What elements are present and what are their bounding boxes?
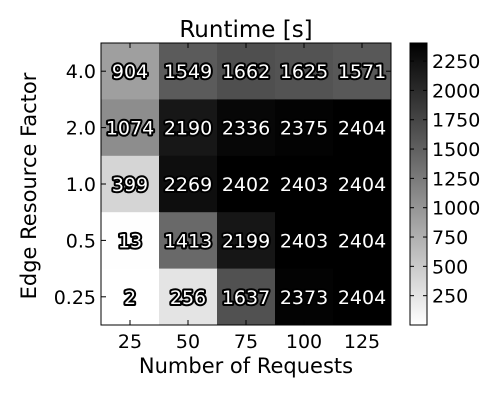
cell-value-label: 2336	[222, 118, 270, 140]
x-tick-label: 100	[286, 331, 322, 353]
colorbar-tick-label: 1000	[432, 198, 480, 220]
heatmap-cell	[275, 212, 334, 270]
heatmap-cell	[217, 99, 276, 157]
cell-value-label: 904	[112, 61, 148, 83]
chart-title: Runtime [s]	[179, 17, 312, 43]
heatmap-cells: 904 1549 1662 1625 1571 1074 2190 2336 2375 2404 3…	[100, 42, 392, 326]
y-tick-label: 1.0	[66, 174, 96, 196]
heatmap-cell	[333, 155, 392, 213]
cell-value-label: 2404	[338, 287, 386, 309]
y-axis-ticks: 4.0 2.0 1.0 0.5 0.25	[54, 61, 391, 309]
colorbar-tick-label: 1500	[432, 139, 480, 161]
cell-value-label: 1549	[164, 61, 212, 83]
y-tick-label: 4.0	[66, 61, 96, 83]
cell-value-label: 399	[112, 174, 148, 196]
cell-value-label: 1625	[280, 61, 328, 83]
heatmap-cell	[159, 212, 218, 270]
colorbar-tick-label: 250	[432, 286, 468, 308]
heatmap-cell	[217, 212, 276, 270]
heatmap-cell	[217, 268, 276, 326]
heatmap-cell	[275, 43, 334, 100]
heatmap-cell	[159, 99, 218, 157]
cell-value-label: 2	[124, 287, 136, 309]
colorbar-tick-label: 2250	[432, 51, 480, 73]
cell-value-label: 2269	[164, 174, 212, 196]
cell-value-label: 2402	[222, 174, 270, 196]
heatmap-cell	[333, 268, 392, 326]
heatmap-cell	[101, 155, 160, 213]
cell-value-label: 2404	[338, 230, 386, 252]
cell-value-label: 1637	[222, 287, 270, 309]
heatmap-cell	[159, 268, 218, 326]
y-tick-label: 2.0	[66, 118, 96, 140]
heatmap-cell	[275, 99, 334, 157]
heatmap-cell	[101, 99, 160, 157]
heatmap-cell	[333, 43, 392, 100]
colorbar: 250 500 750 1000 1250 1500 1750 2000 2250	[409, 42, 480, 326]
cell-value-label: 256	[170, 287, 206, 309]
x-tick-label: 75	[234, 331, 258, 353]
heatmap-cell	[159, 43, 218, 100]
heatmap-cell	[333, 99, 392, 157]
cell-value-label: 2190	[164, 118, 212, 140]
cell-value-label: 2404	[338, 118, 386, 140]
colorbar-tick-label: 750	[432, 227, 468, 249]
heatmap-cell	[217, 43, 276, 100]
y-tick-label: 0.5	[66, 230, 96, 252]
cell-value-label: 2375	[280, 118, 328, 140]
colorbar-tick-label: 500	[432, 256, 468, 278]
heatmap-cell	[159, 155, 218, 213]
cell-value-label: 1662	[222, 61, 270, 83]
colorbar-tick-label: 1750	[432, 110, 480, 132]
y-tick-label: 0.25	[54, 287, 96, 309]
heatmap-cell	[217, 155, 276, 213]
heatmap-cell	[333, 212, 392, 270]
cell-value-label: 2199	[222, 230, 270, 252]
cell-value-label: 1413	[164, 230, 212, 252]
cell-value-label: 1571	[338, 61, 386, 83]
heatmap-cell	[101, 212, 160, 270]
colorbar-tick-label: 2000	[432, 80, 480, 102]
cell-value-label: 2373	[280, 287, 328, 309]
x-axis-label: Number of Requests	[139, 354, 353, 378]
cell-value-label: 2403	[280, 230, 328, 252]
cell-value-label: 13	[118, 230, 142, 252]
heatmap-cell	[101, 268, 160, 326]
x-tick-label: 125	[344, 331, 380, 353]
cell-value-label: 2404	[338, 174, 386, 196]
x-axis-ticks: 25 50 75 100 125	[118, 43, 380, 353]
cell-value-label: 2403	[280, 174, 328, 196]
cell-value-label: 1074	[106, 118, 154, 140]
heatmap-cell	[101, 43, 160, 100]
y-axis-label: Edge Resource Factor	[17, 72, 41, 299]
heatmap-cell	[275, 155, 334, 213]
x-tick-label: 25	[118, 331, 142, 353]
heatmap-cell	[275, 268, 334, 326]
x-tick-label: 50	[176, 331, 200, 353]
colorbar-gradient	[409, 42, 428, 326]
colorbar-tick-label: 1250	[432, 168, 480, 190]
